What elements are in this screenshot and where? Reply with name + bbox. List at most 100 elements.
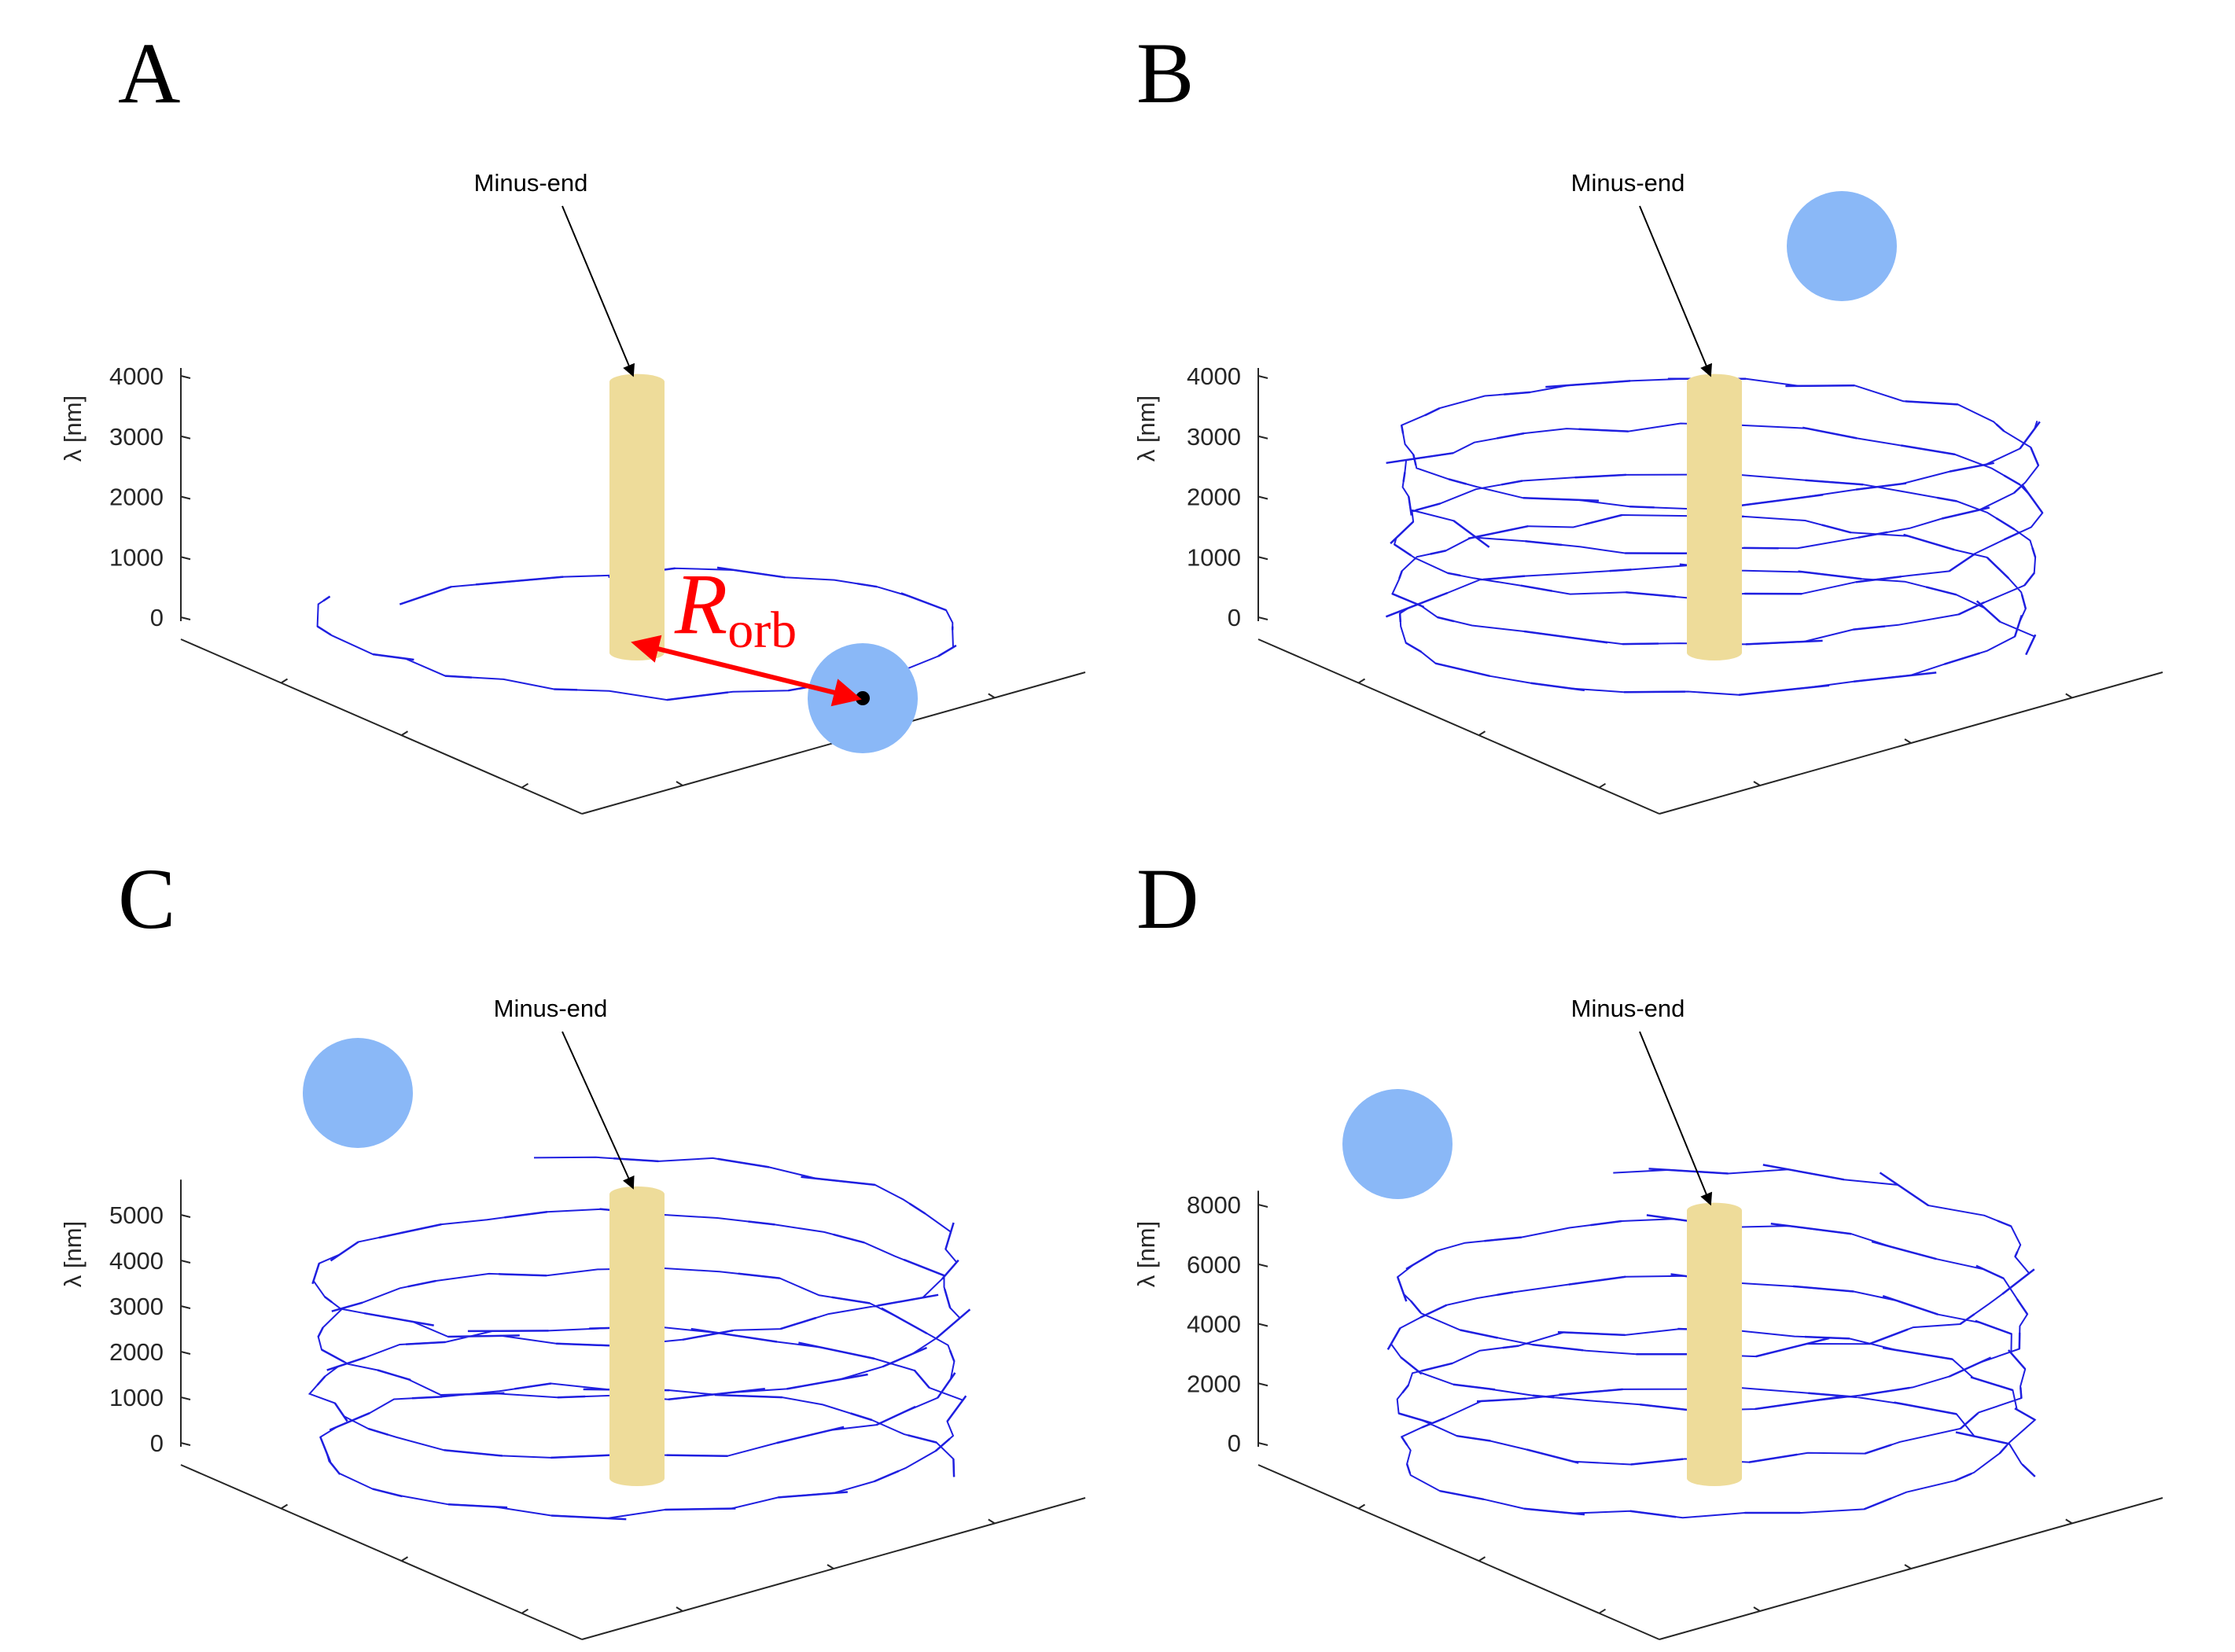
x-tick xyxy=(1478,730,1486,736)
trajectory-step xyxy=(1412,454,1417,465)
x-tick xyxy=(1598,782,1607,789)
trajectory-step xyxy=(1398,613,1402,622)
z-axis-label: λ [nm] xyxy=(1132,396,1160,462)
trajectory-step xyxy=(1392,593,1425,609)
trajectory-step xyxy=(373,653,414,661)
microtubule xyxy=(1639,205,1742,660)
trajectory-step xyxy=(948,1350,955,1362)
trajectory-step xyxy=(857,583,878,588)
trajectory-step xyxy=(2003,474,2021,486)
trajectory-step xyxy=(1520,584,1552,592)
trajectory-step xyxy=(1453,520,1490,548)
z-tick xyxy=(1257,1204,1268,1208)
trajectory-step xyxy=(2003,531,2021,541)
trajectory-step xyxy=(1578,428,1629,432)
z-tick-label: 0 xyxy=(1228,1429,1241,1457)
trajectory-step xyxy=(514,1382,551,1390)
trajectory-step xyxy=(1858,531,1888,539)
trajectory-step xyxy=(1448,478,1467,485)
trajectory-step xyxy=(1574,473,1626,479)
z-tick-label: 5000 xyxy=(109,1201,164,1229)
trajectory-step xyxy=(798,1341,875,1360)
trajectory-step xyxy=(1609,568,1632,572)
y-tick xyxy=(1904,738,1912,744)
trajectory-step xyxy=(946,1395,967,1422)
x-tick xyxy=(280,678,289,684)
trajectory-step xyxy=(666,691,728,701)
trajectory-step xyxy=(1397,1276,1408,1302)
z-tick-label: 3000 xyxy=(109,1293,164,1320)
trajectory-step xyxy=(1745,639,1823,646)
x-tick xyxy=(1598,1608,1607,1614)
trajectory-step xyxy=(2025,634,2037,656)
trajectory-step xyxy=(316,1375,326,1386)
z-axis-label: λ [nm] xyxy=(1132,1221,1160,1287)
microtubule xyxy=(562,1031,665,1486)
z-tick xyxy=(180,1351,191,1355)
z-tick xyxy=(1257,616,1268,620)
trajectory-step xyxy=(1460,1329,1498,1339)
trajectory-step xyxy=(1648,1168,1729,1175)
z-tick-label: 6000 xyxy=(1187,1251,1241,1279)
trajectory-step xyxy=(1770,1222,1852,1235)
cargo-center-dot xyxy=(856,691,870,705)
microtubule xyxy=(1639,1031,1742,1486)
z-tick xyxy=(180,1442,191,1446)
trajectory-step xyxy=(1975,1264,2005,1280)
x-tick xyxy=(280,1503,289,1510)
trajectory-step xyxy=(1805,479,1864,486)
trajectory-step xyxy=(776,1426,845,1444)
trajectory-step xyxy=(1853,625,1886,631)
z-tick-label: 4000 xyxy=(109,1247,164,1275)
trajectory-step xyxy=(780,1316,817,1330)
trajectory-step xyxy=(1424,407,1440,417)
trajectory-step xyxy=(1405,1463,1412,1474)
z-tick-label: 2000 xyxy=(109,484,164,511)
trajectory-step xyxy=(1410,1300,1422,1314)
trajectory-step xyxy=(668,1387,765,1401)
y-tick xyxy=(1753,1606,1761,1612)
trajectory-step xyxy=(1467,524,1529,540)
trajectory-step xyxy=(1557,1330,1626,1337)
x-axis-line xyxy=(1257,638,1660,815)
z-tick xyxy=(1257,435,1268,440)
cargo-bead xyxy=(1342,1089,1453,1199)
trajectory-step xyxy=(372,1488,403,1498)
trajectory-step xyxy=(748,1220,775,1226)
microtubule xyxy=(562,205,665,660)
z-axis-label: λ [nm] xyxy=(59,396,87,462)
trajectory-step xyxy=(1497,1291,1514,1297)
trajectory-step xyxy=(1997,1220,2012,1227)
trajectory-step xyxy=(2019,421,2041,450)
trajectory-step xyxy=(665,1507,736,1511)
trajectory-step xyxy=(937,1372,956,1399)
z-tick-label: 2000 xyxy=(1187,484,1241,511)
trajectory-step xyxy=(2023,572,2035,587)
trajectory-step xyxy=(1865,1444,1892,1455)
trajectory-step xyxy=(1568,1275,1626,1286)
trajectory-step xyxy=(666,1454,728,1458)
trajectory-step xyxy=(1954,1473,1972,1482)
trajectory-step xyxy=(874,1470,900,1483)
trajectory-step xyxy=(2031,547,2037,558)
trajectory-step xyxy=(1630,1458,1684,1466)
trajectory-step xyxy=(1524,630,1608,644)
minus-end-label: Minus-end xyxy=(474,169,588,197)
z-tick xyxy=(180,495,191,500)
trajectory-step xyxy=(1854,671,1937,683)
trajectory-step xyxy=(1821,524,1851,534)
z-tick-label: 3000 xyxy=(109,423,164,451)
z-tick xyxy=(1257,495,1268,500)
trajectory-step xyxy=(1476,1397,1526,1403)
trajectory-step xyxy=(900,592,947,612)
trajectory-step xyxy=(1855,482,1907,491)
trajectory-step xyxy=(1629,506,1655,509)
trajectory-step xyxy=(333,1402,348,1422)
trajectory-step xyxy=(1394,543,1412,557)
y-tick xyxy=(676,1606,683,1612)
